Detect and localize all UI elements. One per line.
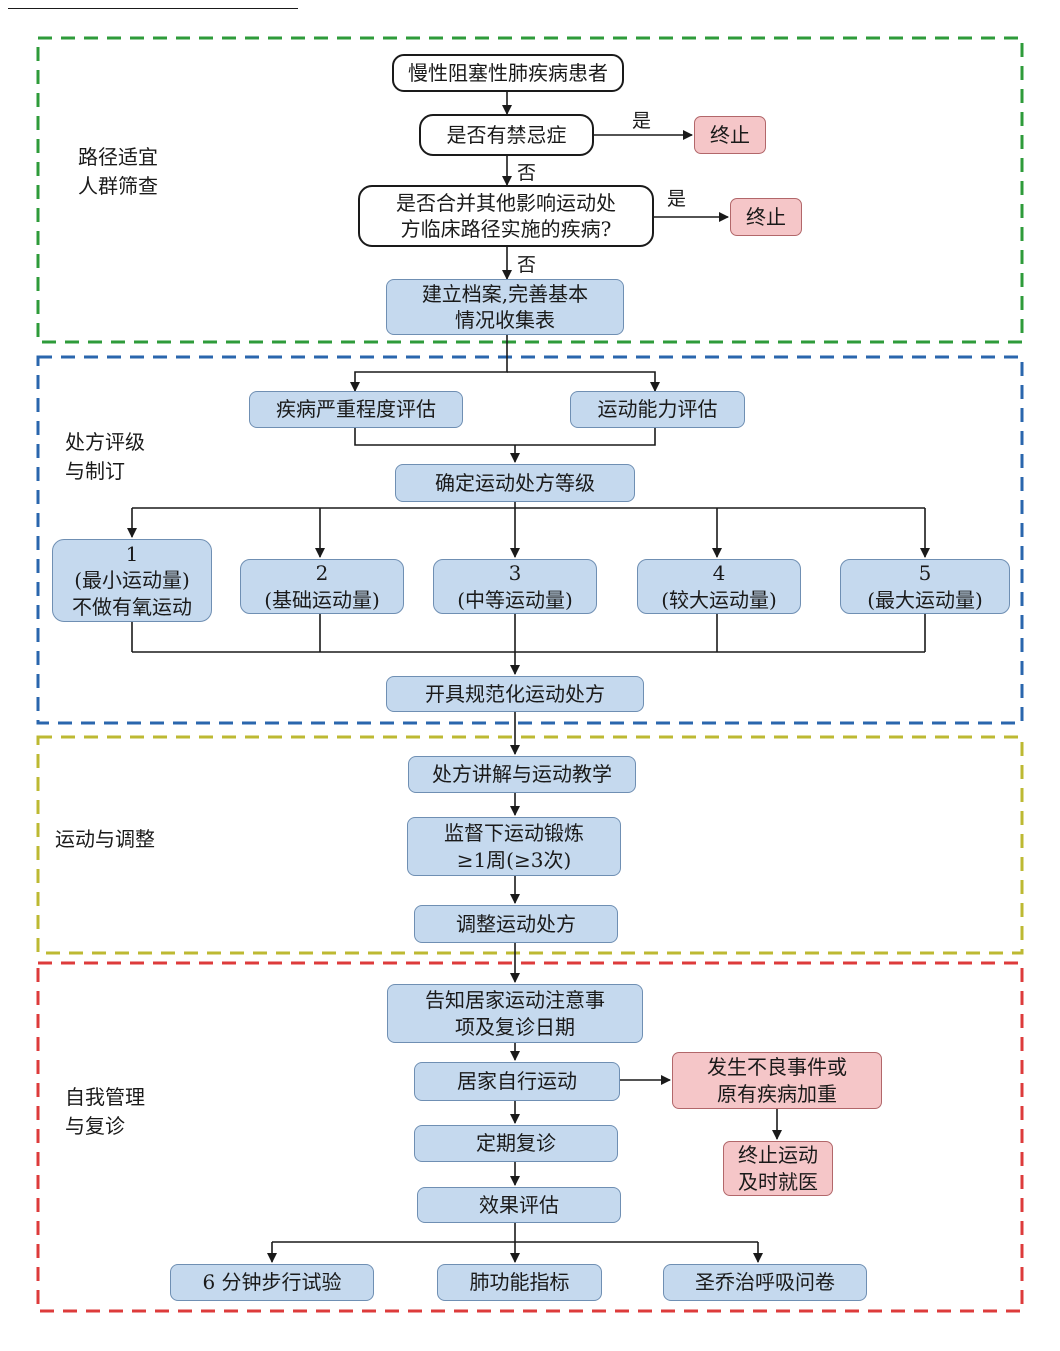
node-copd-patient: 慢性阻塞性肺疾病患者 [392, 54, 624, 92]
node-six-minute-walk: 6 分钟步行试验 [170, 1264, 374, 1301]
node-effect-evaluation: 效果评估 [417, 1187, 621, 1223]
node-supervised-exercise: 监督下运动锻炼 ≥1周(≥3次) [407, 817, 621, 876]
node-level-5: 5 (最大运动量) [840, 559, 1010, 614]
region-label-prescription: 处方评级 与制订 [65, 430, 145, 483]
node-level-1: 1 (最小运动量) 不做有氧运动 [52, 539, 212, 622]
node-follow-up: 定期复诊 [414, 1125, 618, 1162]
region-screening [36, 36, 1024, 344]
region-exercise [36, 735, 1024, 955]
edge-label-yes-contraindication: 是 [632, 110, 652, 132]
node-adverse-event: 发生不良事件或 原有疾病加重 [672, 1052, 882, 1109]
node-stop-comorbidity: 终止 [730, 198, 802, 236]
node-severity-assessment: 疾病严重程度评估 [249, 391, 463, 428]
edge-assessments-merge [354, 428, 656, 446]
region-label-screening: 路径适宜 人群筛查 [78, 145, 158, 198]
node-inform-precautions: 告知居家运动注意事 项及复诊日期 [387, 984, 643, 1043]
region-prescription [36, 355, 1024, 725]
region-label-exercise: 运动与调整 [55, 827, 155, 851]
node-stop-exercise: 终止运动 及时就医 [723, 1141, 833, 1196]
edge-record-to-capacity [507, 371, 660, 392]
region-management [36, 961, 1024, 1313]
edge-label-yes-comorbidity: 是 [667, 188, 687, 210]
header-rule [8, 8, 298, 9]
node-lung-function: 肺功能指标 [437, 1264, 602, 1301]
node-determine-grade: 确定运动处方等级 [395, 464, 635, 502]
node-level-3: 3 (中等运动量) [433, 559, 597, 614]
edge-label-no-contraindication: 否 [517, 162, 537, 184]
edge-label-no-comorbidity: 否 [517, 254, 537, 276]
node-capacity-assessment: 运动能力评估 [570, 391, 745, 428]
node-explain-teach: 处方讲解与运动教学 [408, 756, 636, 793]
node-issue-prescription: 开具规范化运动处方 [386, 676, 644, 712]
node-home-exercise: 居家自行运动 [414, 1062, 620, 1101]
node-level-2: 2 (基础运动量) [240, 559, 404, 614]
node-level-4: 4 (较大运动量) [637, 559, 801, 614]
node-adjust-prescription: 调整运动处方 [414, 905, 618, 943]
node-stop-contraindication: 终止 [694, 116, 766, 154]
edge-record-to-severity [350, 335, 508, 392]
region-label-management: 自我管理 与复诊 [65, 1085, 145, 1138]
node-contraindication-check: 是否有禁忌症 [419, 114, 594, 156]
node-comorbidity-check: 是否合并其他影响运动处 方临床路径实施的疾病? [358, 185, 654, 247]
node-sgrq: 圣乔治呼吸问卷 [663, 1264, 867, 1301]
node-build-record: 建立档案,完善基本 情况收集表 [386, 279, 624, 335]
